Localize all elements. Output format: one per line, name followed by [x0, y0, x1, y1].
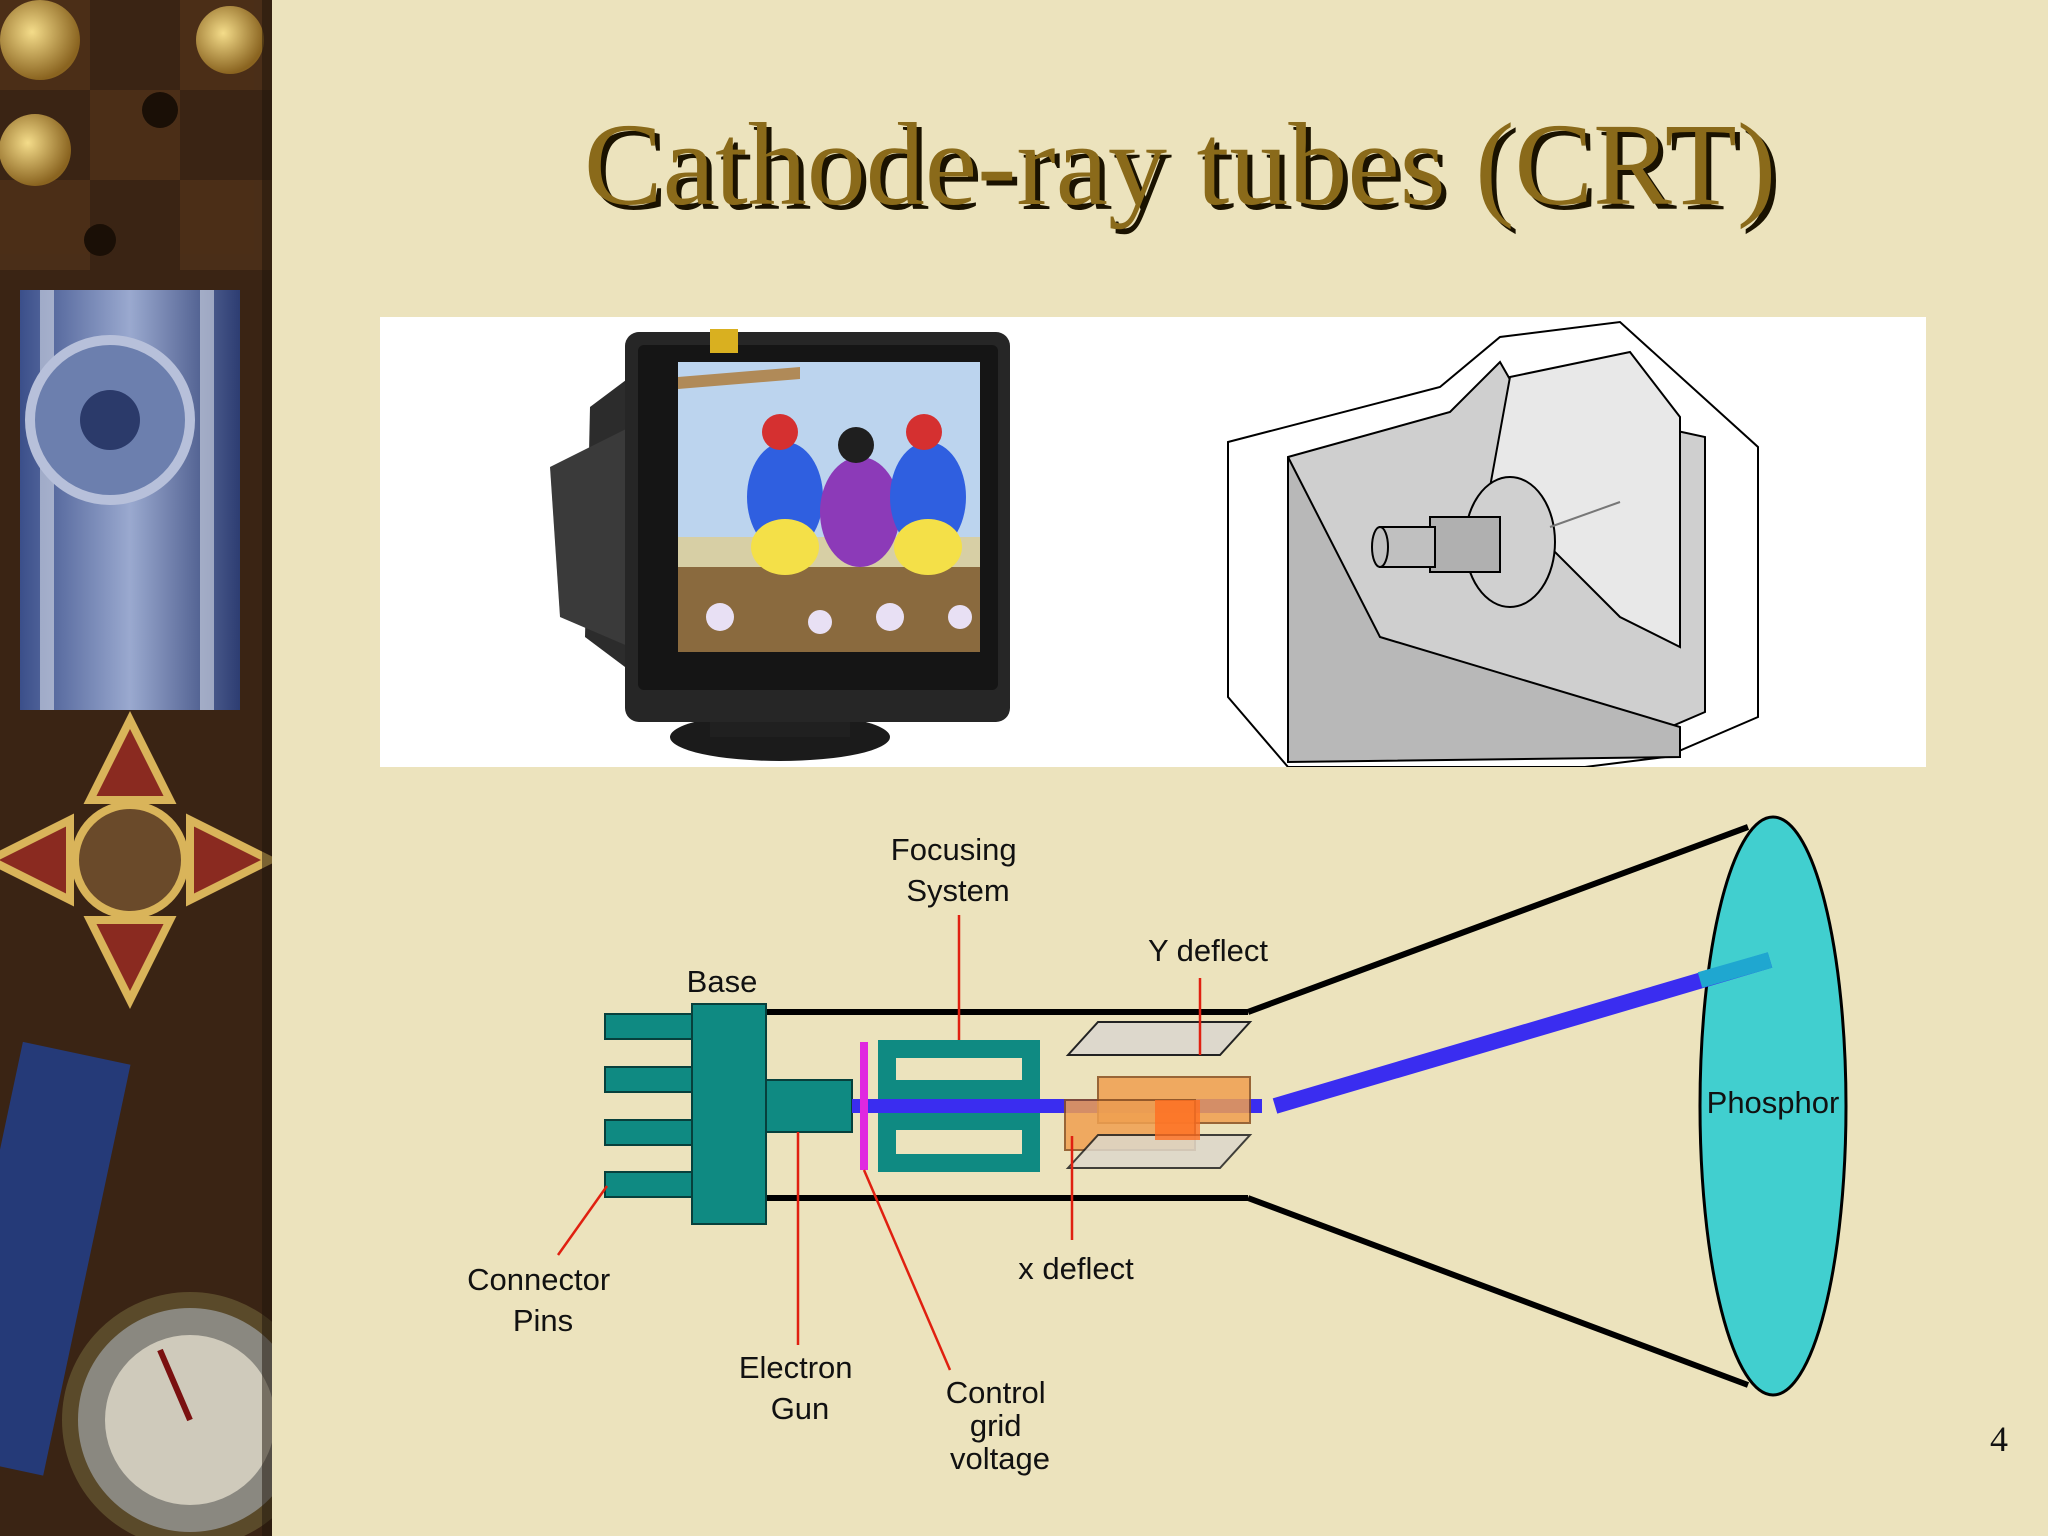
label-y-deflect: Y deflect — [1148, 933, 1268, 968]
label-base: Base — [687, 964, 758, 999]
control-grid — [860, 1042, 868, 1170]
decorative-side-collage — [0, 0, 272, 1536]
deflection-plates — [1064, 1021, 1253, 1169]
image-panel — [380, 317, 1926, 767]
electron-gun-block — [765, 1079, 853, 1133]
tube-outline — [765, 824, 1750, 1388]
connector-pins — [604, 1013, 694, 1198]
label-x-deflect: x deflect — [1018, 1251, 1134, 1286]
label-connector-pins: Connector Pins — [467, 1262, 619, 1338]
page-number: 4 — [1990, 1419, 2008, 1459]
base-block — [691, 1003, 767, 1225]
label-phosphor: Phosphor — [1707, 1085, 1840, 1120]
leader-lines — [556, 915, 1202, 1371]
deflected-beam — [1272, 952, 1773, 1114]
label-electron-gun: Electron Gun — [739, 1350, 861, 1426]
crt-monitor-photo — [550, 329, 1010, 761]
label-control-grid-voltage: Control grid voltage — [946, 1375, 1055, 1476]
label-focusing-system: Focusing System — [891, 832, 1025, 908]
crt-cutaway-illustration — [1227, 320, 1759, 767]
slide-title: Cathode-ray tubes (CRT) — [583, 99, 1777, 230]
crt-schematic: Focusing System Base Y deflect Phosphor … — [467, 815, 1848, 1476]
